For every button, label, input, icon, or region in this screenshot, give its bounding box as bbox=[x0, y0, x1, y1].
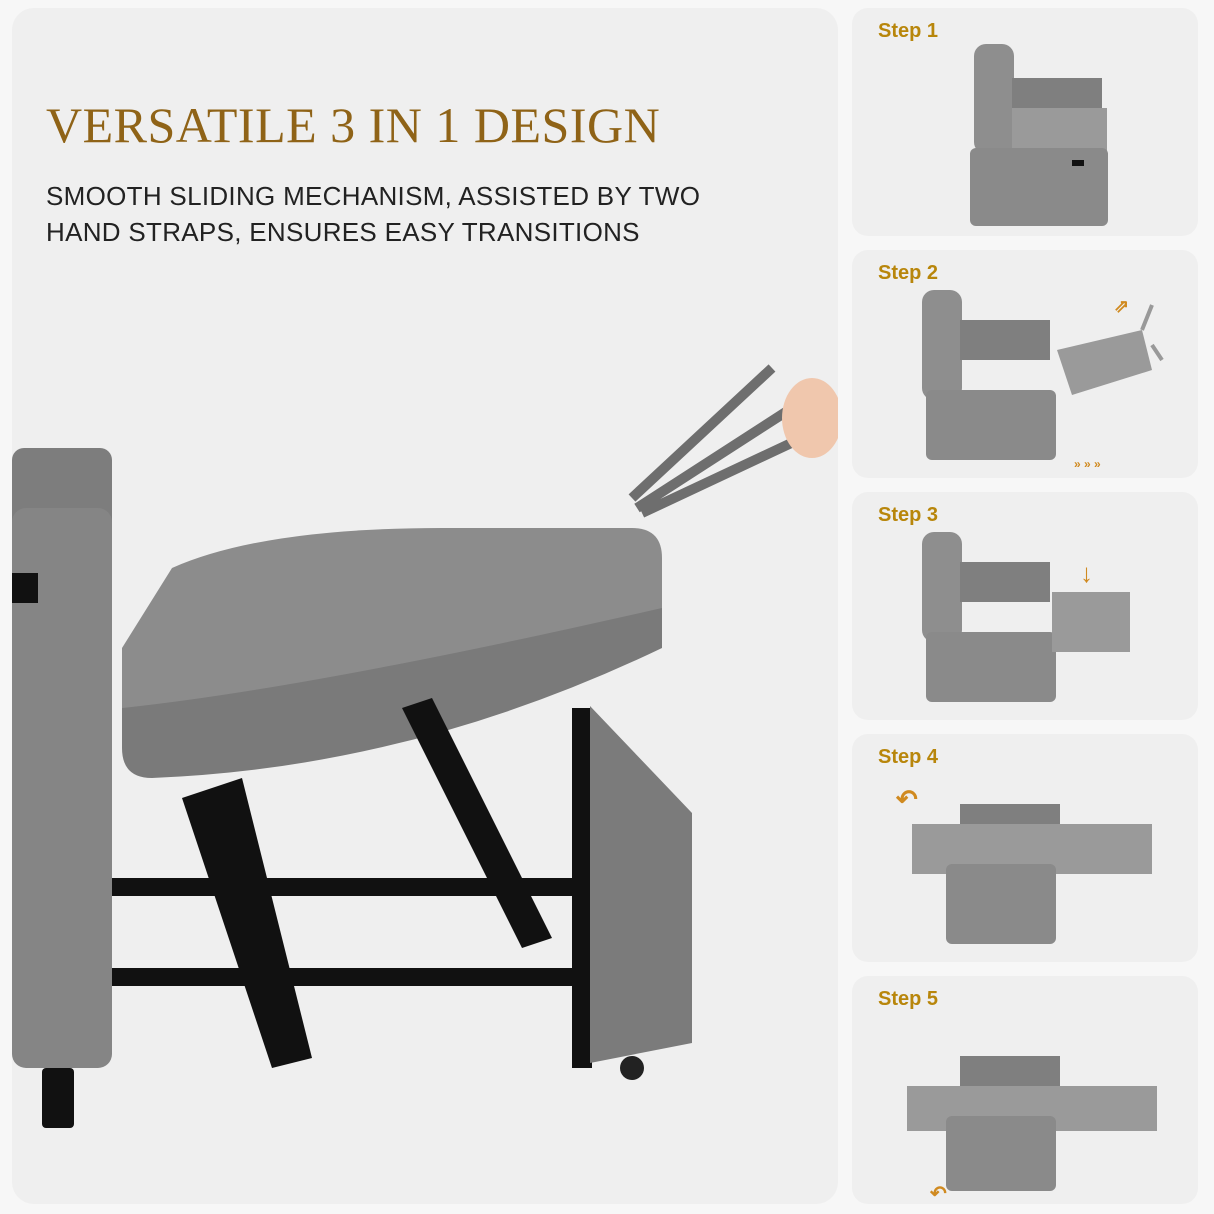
step-3-card: Step 3 ↓ bbox=[852, 492, 1198, 720]
step-1-card: Step 1 bbox=[852, 8, 1198, 236]
step-2-card: Step 2 ⇗ » » » bbox=[852, 250, 1198, 478]
step-4-card: Step 4 ↶ bbox=[852, 734, 1198, 962]
sofa-step-1-image bbox=[970, 44, 1108, 226]
svg-text:⇗: ⇗ bbox=[1114, 296, 1129, 316]
sofa-step-4-image: ↶ bbox=[895, 784, 1152, 944]
svg-text:» » »: » » » bbox=[1074, 457, 1101, 471]
svg-text:↶: ↶ bbox=[895, 784, 918, 814]
subtitle: SMOOTH SLIDING MECHANISM, ASSISTED BY TW… bbox=[46, 181, 701, 247]
headline: VERSATILE 3 IN 1 DESIGN bbox=[46, 97, 661, 153]
sofa-bed-closeup-image bbox=[12, 364, 838, 1128]
sofa-step-3-image: ↓ bbox=[922, 532, 1130, 702]
sofa-step-5-image: ↶ bbox=[907, 1056, 1157, 1204]
sofa-step-2-image: ⇗ » » » bbox=[922, 290, 1164, 471]
step-label: Step 1 bbox=[878, 20, 939, 42]
step-5-card: Step 5 ↶ bbox=[852, 976, 1198, 1204]
svg-text:↓: ↓ bbox=[1080, 558, 1093, 588]
svg-text:↶: ↶ bbox=[929, 1183, 947, 1204]
hero-panel: VERSATILE 3 IN 1 DESIGN SMOOTH SLIDING M… bbox=[12, 8, 838, 1204]
